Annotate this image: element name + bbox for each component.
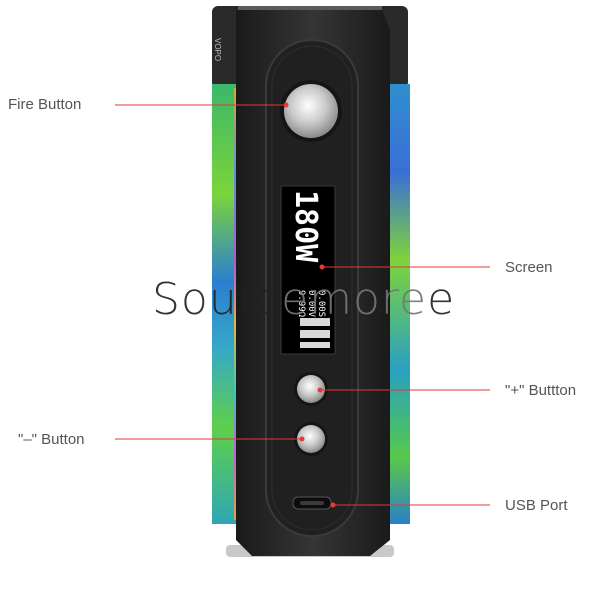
plus-button[interactable] (297, 375, 325, 403)
callout-label-plus-button: "+" Buttton (505, 382, 577, 399)
minus-button[interactable] (297, 425, 325, 453)
screen-wattage: 180W (288, 190, 323, 263)
screen-voltage: 0.00V (306, 290, 316, 318)
fire-button[interactable] (284, 84, 338, 138)
callout-label-usb-port: USB Port (505, 497, 568, 514)
callout-label-minus-button: "–" Button (18, 431, 85, 448)
watermark: Sourcemoree (152, 274, 456, 325)
screen-time: 0.00S (316, 290, 326, 317)
brand-mark: VOPO (213, 38, 222, 61)
callout-label-fire-button: Fire Button (8, 96, 82, 113)
screen-resistance: 9.99Ω (296, 290, 306, 318)
callout-lines (115, 102, 490, 508)
battery-bar (300, 318, 330, 326)
callout-label-screen: Screen (505, 259, 553, 276)
